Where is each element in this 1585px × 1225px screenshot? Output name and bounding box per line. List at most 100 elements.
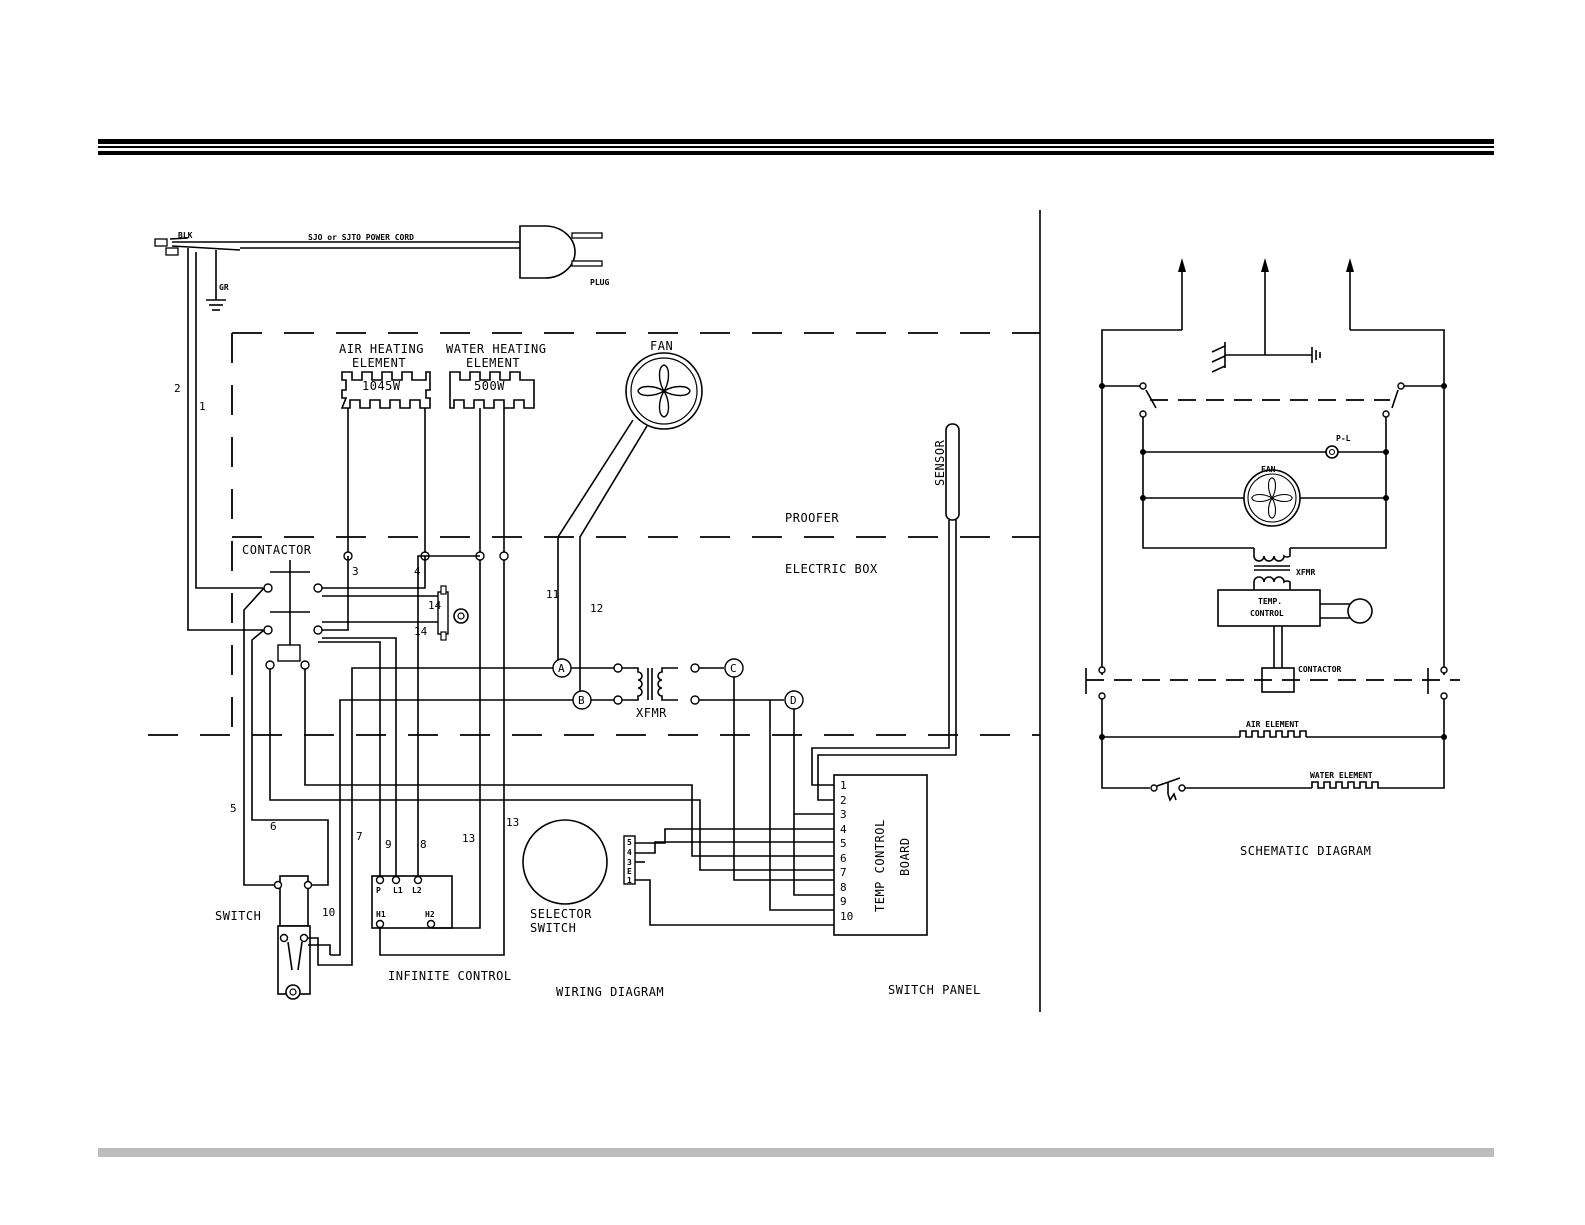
infinite-terminal-l2: L2 — [412, 886, 422, 895]
wire-number-11: 11 — [546, 588, 559, 601]
junction-d: D — [784, 690, 804, 710]
schematic-diagram-caption: SCHEMATIC DIAGRAM — [1240, 844, 1371, 858]
junction-c: C — [724, 658, 744, 678]
wire-number-14-top: 14 — [428, 599, 442, 612]
sensor-probe — [945, 423, 960, 521]
board-terminal-1: 1 — [840, 779, 847, 792]
sensor-label: SENSOR — [933, 439, 947, 486]
infinite-control — [371, 875, 453, 929]
wire-number-6: 6 — [270, 820, 277, 833]
board-terminal-3: 3 — [840, 808, 847, 821]
plug-label: PLUG — [590, 278, 609, 287]
schematic-diagram: P-L FAN XFMR TEMP. CONTROL — [1085, 258, 1460, 858]
wire-number-8: 8 — [420, 838, 427, 851]
selector-pin-3: 3 — [627, 858, 632, 867]
water-element-watts: 500W — [474, 379, 505, 393]
schematic-air-element-label: AIR ELEMENT — [1246, 720, 1299, 729]
selector-pin-1: 1 — [627, 876, 632, 885]
wire-number-14-bottom: 14 — [414, 625, 428, 638]
ground-symbol — [206, 250, 226, 311]
fan-label: FAN — [650, 339, 673, 353]
air-element-label-line1: AIR HEATING — [339, 342, 424, 356]
air-element-label-line2: ELEMENT — [352, 356, 406, 370]
board-terminal-10: 10 — [840, 910, 853, 923]
wiring-diagram-caption: WIRING DIAGRAM — [556, 985, 664, 999]
temp-board-label-line2: BOARD — [898, 837, 912, 876]
air-element-watts: 1045W — [362, 379, 401, 393]
electric-box-label: ELECTRIC BOX — [785, 562, 878, 576]
power-cord-label: SJO or SJTO POWER CORD — [308, 233, 414, 242]
board-terminal-5: 5 — [840, 837, 847, 850]
selector-label-line1: SELECTOR — [530, 907, 592, 921]
schematic-water-element — [1311, 781, 1405, 789]
switch-panel-label: SWITCH PANEL — [888, 983, 981, 997]
cord-wire-color-label: BLK — [178, 231, 193, 240]
infinite-terminal-h2: H2 — [425, 910, 435, 919]
wire-number-1: 1 — [199, 400, 206, 413]
line-wires — [187, 248, 263, 631]
infinite-terminal-l1: L1 — [393, 886, 403, 895]
pilot-light-label: P-L — [1336, 434, 1351, 443]
board-terminal-7: 7 — [840, 866, 847, 879]
wire-number-2: 2 — [174, 382, 181, 395]
air-element-resistor — [340, 371, 431, 409]
temp-board-label-line1: TEMP CONTROL — [873, 819, 887, 912]
wire-number-10: 10 — [322, 906, 335, 919]
temp-control-board — [833, 774, 928, 936]
schematic-xfmr-label: XFMR — [1296, 568, 1315, 577]
schematic-temp-control-line2: CONTROL — [1250, 609, 1284, 618]
wire-number-13-right: 13 — [506, 816, 519, 829]
wire-number-13-left: 13 — [462, 832, 475, 845]
selector-pin-4: 4 — [627, 848, 632, 857]
header-rule — [98, 139, 1494, 155]
junction-d-label: D — [790, 694, 797, 707]
board-terminal-8: 8 — [840, 881, 847, 894]
contactor-label: CONTACTOR — [242, 543, 312, 557]
contactor — [263, 560, 323, 670]
wire-number-12: 12 — [590, 602, 603, 615]
wire-number-3: 3 — [352, 565, 359, 578]
fan-icon — [625, 352, 703, 430]
selector-switch — [522, 819, 636, 905]
junction-c-label: C — [730, 662, 737, 675]
pilot-light-icon — [1325, 445, 1339, 459]
water-element-resistor — [449, 371, 535, 409]
proofer-label: PROOFER — [785, 511, 839, 525]
power-switch — [273, 875, 313, 1000]
schematic-fan-icon — [1243, 469, 1301, 527]
board-terminal-2: 2 — [840, 794, 847, 807]
water-element-label-line1: WATER HEATING — [446, 342, 546, 356]
footer-bar — [98, 1148, 1494, 1157]
wire-number-9: 9 — [385, 838, 392, 851]
junction-a: A — [552, 658, 572, 678]
schematic-air-element — [1239, 730, 1307, 738]
chassis-ground-symbol — [1211, 342, 1321, 373]
selector-pin-e: E — [627, 867, 632, 876]
ground-label: GR — [219, 283, 229, 292]
selector-pin-5: 5 — [627, 838, 632, 847]
selector-label-line2: SWITCH — [530, 921, 576, 935]
wire-number-5: 5 — [230, 802, 237, 815]
infinite-terminal-p: P — [376, 886, 381, 895]
xfmr-label: XFMR — [636, 706, 667, 720]
switch-label: SWITCH — [215, 909, 261, 923]
schematic-temp-control — [1217, 589, 1321, 627]
schematic-xfmr — [1253, 548, 1291, 590]
schematic-water-element-label: WATER ELEMENT — [1310, 771, 1373, 780]
board-terminal-9: 9 — [840, 895, 847, 908]
infinite-terminal-h1: H1 — [376, 910, 386, 919]
supply-arrows — [1178, 258, 1354, 355]
board-terminal-4: 4 — [840, 823, 847, 836]
junction-b: B — [572, 690, 592, 710]
schematic-thermostat — [1150, 777, 1186, 802]
power-cord — [154, 225, 603, 279]
schematic-sensor-bulb — [1347, 598, 1373, 624]
infinite-control-label: INFINITE CONTROL — [388, 969, 512, 983]
wiring-diagram: BLK SJO or SJTO POWER CORD PLUG GR 2 1 A… — [148, 225, 1040, 1000]
water-element-label-line2: ELEMENT — [466, 356, 520, 370]
junction-a-label: A — [558, 662, 565, 675]
junction-b-label: B — [578, 694, 585, 707]
schematic-temp-control-line1: TEMP. — [1258, 597, 1282, 606]
schematic-contactor-label: CONTACTOR — [1298, 665, 1342, 674]
